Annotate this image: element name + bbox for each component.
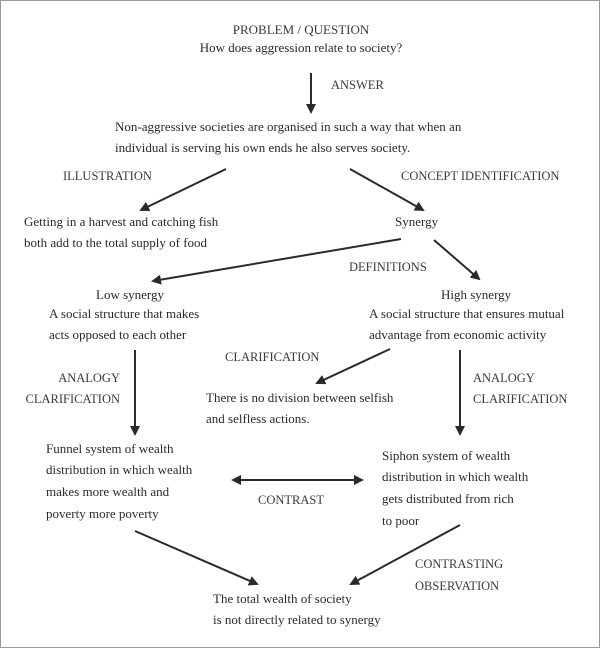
label-analogy-left-2: CLARIFICATION bbox=[25, 392, 120, 406]
label-definitions: DEFINITIONS bbox=[349, 260, 427, 274]
label-clarification: CLARIFICATION bbox=[225, 350, 320, 364]
arrow-high-to-no-division bbox=[315, 348, 391, 385]
siphon-line-1: Siphon system of wealth bbox=[382, 448, 511, 463]
arrow-answer-to-synergy bbox=[349, 168, 425, 211]
siphon-line-3: gets distributed from rich bbox=[382, 491, 514, 506]
low-synergy-line-1: A social structure that makes bbox=[49, 306, 200, 321]
funnel-line-1: Funnel system of wealth bbox=[46, 441, 174, 456]
high-synergy-line-1: A social structure that ensures mutual bbox=[369, 306, 565, 321]
label-analogy-left-1: ANALOGY bbox=[58, 371, 120, 385]
label-contrasting-observation-1: CONTRASTING bbox=[415, 557, 504, 571]
siphon-line-2: distribution in which wealth bbox=[382, 469, 529, 484]
siphon-line-4: to poor bbox=[382, 513, 420, 528]
answer-line-2: individual is serving his own ends he al… bbox=[115, 140, 411, 155]
answer-line-1: Non-aggressive societies are organised i… bbox=[115, 119, 462, 134]
label-answer: ANSWER bbox=[331, 78, 384, 92]
label-illustration: ILLUSTRATION bbox=[63, 169, 152, 183]
label-contrast: CONTRAST bbox=[258, 493, 324, 507]
conclusion-line-1: The total wealth of society bbox=[213, 591, 352, 606]
funnel-line-4: poverty more poverty bbox=[46, 506, 159, 521]
arrow-siphon-to-conclusion bbox=[349, 524, 461, 585]
illustration-line-1: Getting in a harvest and catching fish bbox=[24, 214, 219, 229]
arrow-synergy-to-low bbox=[151, 238, 402, 285]
funnel-line-3: makes more wealth and bbox=[46, 484, 170, 499]
no-division-line-1: There is no division between selfish bbox=[206, 390, 394, 405]
problem-text: How does aggression relate to society? bbox=[199, 40, 403, 55]
label-concept-identification: CONCEPT IDENTIFICATION bbox=[401, 169, 560, 183]
low-synergy-title: Low synergy bbox=[96, 287, 165, 302]
arrow-funnel-to-conclusion bbox=[134, 530, 259, 586]
arrow-answer-to-illustration bbox=[139, 168, 227, 212]
funnel-line-2: distribution in which wealth bbox=[46, 462, 193, 477]
high-synergy-title: High synergy bbox=[441, 287, 512, 302]
illustration-line-2: both add to the total supply of food bbox=[24, 235, 208, 250]
label-analogy-right-1: ANALOGY bbox=[473, 371, 535, 385]
problem-heading: PROBLEM / QUESTION bbox=[232, 22, 370, 37]
synergy-node: Synergy bbox=[395, 214, 439, 229]
conclusion-line-2: is not directly related to synergy bbox=[213, 612, 381, 627]
no-division-line-2: and selfless actions. bbox=[206, 411, 310, 426]
label-analogy-right-2: CLARIFICATION bbox=[473, 392, 568, 406]
high-synergy-line-2: advantage from economic activity bbox=[369, 327, 547, 342]
arrow-synergy-to-high bbox=[433, 239, 481, 281]
low-synergy-line-2: acts opposed to each other bbox=[49, 327, 187, 342]
label-contrasting-observation-2: OBSERVATION bbox=[415, 579, 500, 593]
